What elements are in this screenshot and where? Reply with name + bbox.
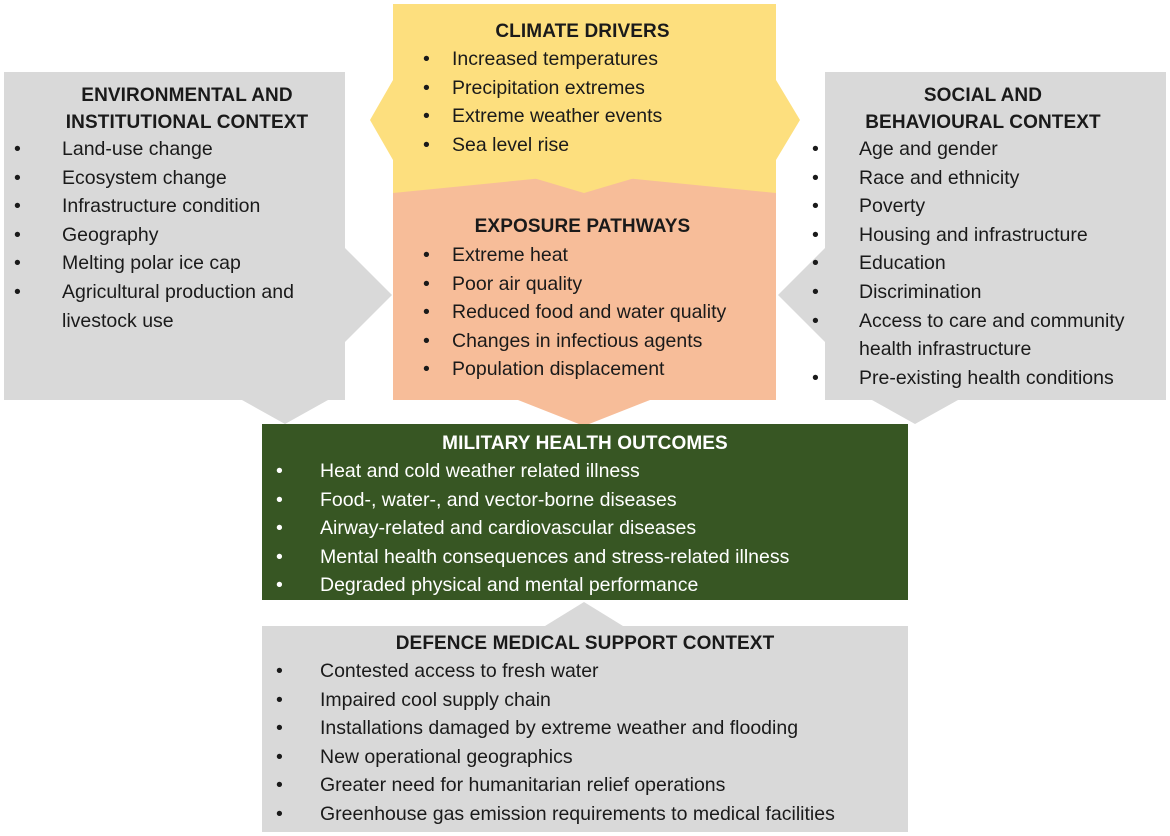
bullet-icon: •: [14, 252, 21, 275]
exposure-pathways-shape: [393, 174, 776, 426]
bullet-icon: •: [276, 717, 283, 740]
medical-support-title: DEFENCE MEDICAL SUPPORT CONTEXT: [395, 633, 775, 654]
climate-drivers-box: CLIMATE DRIVERS •Increased temperatures …: [405, 18, 775, 159]
list-item: •Sea level rise: [423, 131, 775, 160]
bullet-icon: •: [423, 329, 430, 352]
list-item: •Race and ethnicity: [812, 164, 1162, 193]
bullet-icon: •: [423, 272, 430, 295]
bullet-icon: •: [276, 545, 283, 568]
bullet-icon: •: [276, 574, 283, 597]
bullet-icon: •: [812, 195, 819, 218]
list-item: •Food-, water-, and vector-borne disease…: [276, 486, 902, 515]
bullet-icon: •: [276, 517, 283, 540]
bullet-icon: •: [276, 488, 283, 511]
bullet-icon: •: [812, 138, 819, 160]
list-item: •Access to care and community: [812, 307, 1162, 336]
list-item-continuation: health infrastructure: [859, 338, 1032, 361]
climate-drivers-title: CLIMATE DRIVERS: [495, 21, 670, 42]
bullet-icon: •: [812, 309, 819, 332]
list-item: •Land-use change: [14, 135, 344, 164]
bullet-icon: •: [812, 252, 819, 275]
list-item: •Mental health consequences and stress-r…: [276, 543, 902, 572]
social-context-title-line1: SOCIAL AND: [923, 85, 1043, 106]
social-context-title-line2: BEHAVIOURAL CONTEXT: [865, 112, 1101, 133]
bullet-icon: •: [812, 366, 819, 389]
bullet-icon: •: [423, 48, 430, 70]
list-item: •Heat and cold weather related illness: [276, 457, 902, 486]
list-item: •Precipitation extremes: [423, 74, 775, 103]
bullet-icon: •: [276, 660, 283, 682]
list-item: •Pre-existing health conditions: [812, 364, 1162, 393]
bullet-icon: •: [423, 358, 430, 381]
list-item: •Greenhouse gas emission requirements to…: [276, 800, 902, 829]
health-outcomes-shape: [262, 424, 908, 600]
list-item: •Installations damaged by extreme weathe…: [276, 714, 902, 743]
list-item: •Degraded physical and mental performanc…: [276, 571, 902, 600]
list-item: •Airway-related and cardiovascular disea…: [276, 514, 902, 543]
bullet-icon: •: [14, 223, 21, 246]
list-item: •Infrastructure condition: [14, 192, 344, 221]
list-item: •Poor air quality: [423, 270, 775, 299]
medical-support-shape: [262, 602, 908, 832]
exposure-pathways-title: EXPOSURE PATHWAYS: [474, 216, 691, 237]
climate-to-exposure-arrow: [520, 174, 648, 193]
list-item: •Increased temperatures: [423, 45, 775, 74]
climate-drivers-list: •Increased temperatures •Precipitation e…: [405, 45, 775, 159]
social-context-list: •Age and gender •Race and ethnicity •Pov…: [812, 135, 1162, 392]
environmental-context-shape: [4, 72, 392, 424]
climate-drivers-shape: [370, 4, 800, 193]
bullet-icon: •: [423, 76, 430, 99]
bullet-icon: •: [812, 280, 819, 303]
list-item: •Contested access to fresh water: [276, 657, 902, 686]
bullet-icon: •: [14, 195, 21, 218]
bullet-icon: •: [14, 280, 21, 303]
bullet-icon: •: [423, 301, 430, 324]
list-item: •Ecosystem change: [14, 164, 344, 193]
list-item: •Extreme heat: [423, 241, 775, 270]
list-item: •Melting polar ice cap: [14, 249, 344, 278]
exposure-pathways-list: •Extreme heat •Poor air quality •Reduced…: [405, 241, 775, 384]
bullet-icon: •: [276, 688, 283, 711]
list-item: •Reduced food and water quality: [423, 298, 775, 327]
list-item: •Housing and infrastructure: [812, 221, 1162, 250]
bullet-icon: •: [276, 774, 283, 797]
list-item-continuation: livestock use: [62, 309, 174, 332]
environmental-context-title-line1: ENVIRONMENTAL AND: [81, 85, 293, 106]
environmental-context-list: •Land-use change •Ecosystem change •Infr…: [14, 135, 344, 335]
bullet-icon: •: [276, 745, 283, 768]
environmental-context-box: ENVIRONMENTAL AND INSTITUTIONAL CONTEXT …: [14, 82, 344, 335]
bullet-icon: •: [423, 105, 430, 128]
health-outcomes-list: •Heat and cold weather related illness •…: [272, 457, 902, 600]
list-item: •Agricultural production and: [14, 278, 344, 307]
medical-support-box: DEFENCE MEDICAL SUPPORT CONTEXT •Contest…: [272, 630, 902, 829]
list-item: •Discrimination: [812, 278, 1162, 307]
list-item: •Extreme weather events: [423, 102, 775, 131]
list-item: •New operational geographics: [276, 743, 902, 772]
environmental-context-title-line2: INSTITUTIONAL CONTEXT: [65, 112, 309, 133]
bullet-icon: •: [812, 223, 819, 246]
list-item: •Geography: [14, 221, 344, 250]
list-item: •Impaired cool supply chain: [276, 686, 902, 715]
health-outcomes-title: MILITARY HEALTH OUTCOMES: [442, 433, 728, 454]
bullet-icon: •: [812, 166, 819, 189]
bullet-icon: •: [14, 138, 21, 160]
medical-support-list: •Contested access to fresh water •Impair…: [272, 657, 902, 829]
list-item: •Changes in infectious agents: [423, 327, 775, 356]
bullet-icon: •: [423, 133, 430, 156]
list-item: •Poverty: [812, 192, 1162, 221]
bullet-icon: •: [423, 244, 430, 266]
bullet-icon: •: [276, 460, 283, 482]
list-item: •Education: [812, 249, 1162, 278]
list-item: •Population displacement: [423, 355, 775, 384]
list-item: •Greater need for humanitarian relief op…: [276, 771, 902, 800]
social-context-shape: [778, 72, 1166, 424]
exposure-pathways-box: EXPOSURE PATHWAYS •Extreme heat •Poor ai…: [405, 213, 775, 384]
list-item: •Age and gender: [812, 135, 1162, 164]
bullet-icon: •: [14, 166, 21, 189]
health-outcomes-box: MILITARY HEALTH OUTCOMES •Heat and cold …: [272, 430, 902, 600]
social-context-box: SOCIAL AND BEHAVIOURAL CONTEXT •Age and …: [812, 82, 1162, 392]
bullet-icon: •: [276, 802, 283, 825]
